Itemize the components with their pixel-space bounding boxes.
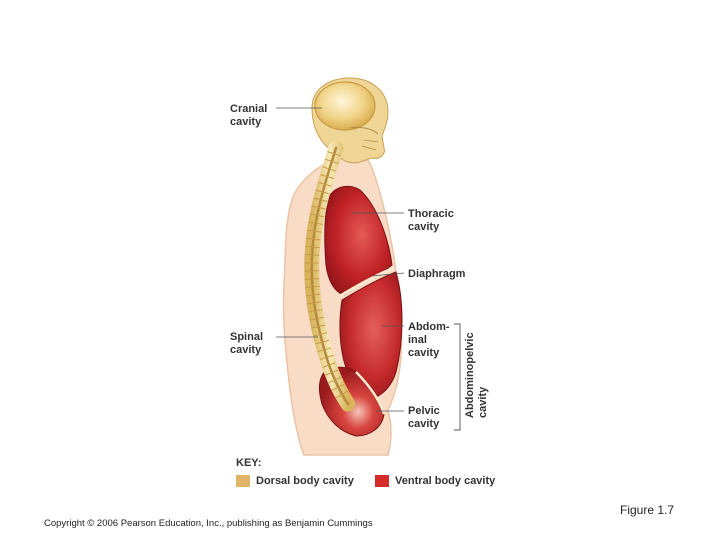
vertebra	[331, 383, 345, 391]
vertebra	[307, 229, 322, 233]
vertebra	[335, 390, 349, 399]
vertebra	[315, 189, 330, 195]
vertebra	[311, 205, 326, 210]
vertebra	[308, 309, 323, 313]
vertebra	[310, 213, 325, 218]
diaphragm	[339, 266, 395, 298]
key-item-ventral: Ventral body cavity	[375, 474, 495, 488]
vertebra	[311, 324, 326, 329]
vertebra	[305, 285, 320, 289]
figure-number: Figure 1.7	[620, 503, 675, 517]
vertebra	[317, 181, 332, 187]
skull	[311, 77, 389, 164]
vertebra	[324, 158, 339, 164]
vertebra	[315, 339, 330, 345]
vertebra	[319, 354, 334, 360]
vertebra	[317, 347, 332, 353]
leader-lines	[276, 107, 405, 412]
key-title: KEY:	[236, 457, 262, 469]
dorsal-key-label: Dorsal body cavity	[256, 475, 354, 487]
abdominal-cavity	[339, 271, 403, 399]
vertebra	[304, 254, 320, 256]
abdominopelvic-bracket	[454, 323, 461, 431]
vertebra	[320, 174, 334, 180]
vertebra	[327, 151, 342, 157]
vertebra	[325, 369, 339, 376]
vertebra	[313, 197, 328, 202]
vertebra	[305, 245, 320, 249]
ventral-swatch	[375, 475, 389, 487]
vertebra	[306, 293, 321, 297]
vertebra	[306, 237, 321, 241]
cranial-cavity	[314, 81, 376, 131]
vertebra	[322, 166, 337, 172]
vertebra	[313, 332, 328, 337]
vertebra	[322, 362, 336, 368]
ventral-key-label: Ventral body cavity	[395, 475, 496, 487]
vertebral-column	[304, 140, 356, 412]
vertebra	[309, 316, 324, 321]
dorsal-swatch	[236, 475, 250, 487]
vertebra	[307, 301, 322, 305]
vertebra	[328, 376, 342, 384]
copyright-notice: Copyright © 2006 Pearson Education, Inc.…	[44, 518, 373, 529]
vertebra	[304, 278, 319, 280]
key-item-dorsal: Dorsal body cavity	[236, 474, 354, 488]
vertebra	[308, 221, 323, 225]
diaphragm-label: Diaphragm	[408, 268, 466, 280]
